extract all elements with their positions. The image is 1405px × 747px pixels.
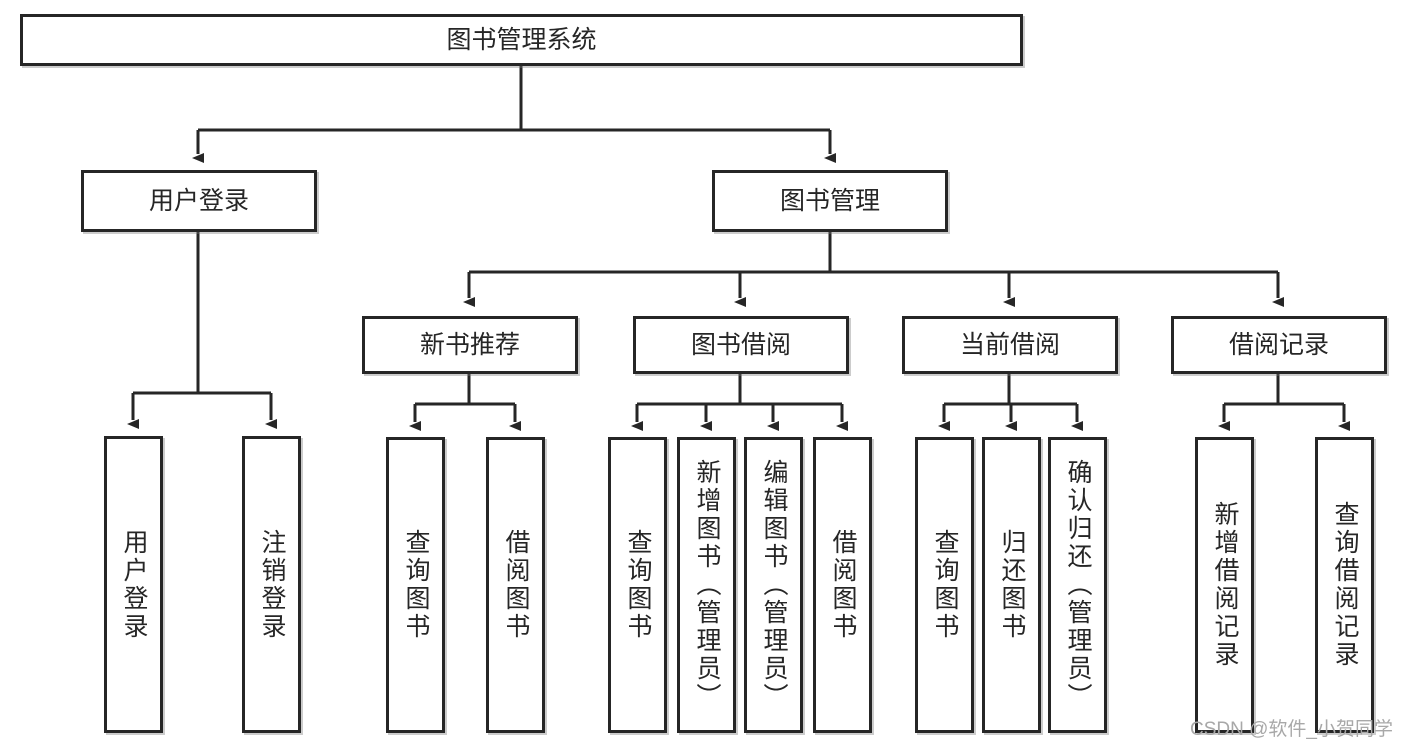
leaf-borrow-book-1[interactable]: 借阅图书: [486, 437, 545, 733]
node-book-borrow[interactable]: 图书借阅: [633, 316, 849, 374]
leaf-user-login[interactable]: 用户登录: [104, 436, 163, 733]
leaf-borrow-book-2[interactable]: 借阅图书: [813, 437, 872, 733]
leaf-add-book[interactable]: 新增图书（管理员）: [677, 437, 736, 733]
node-label: 查询图书: [402, 529, 430, 641]
node-label: 当前借阅: [959, 331, 1060, 359]
node-current-borrow[interactable]: 当前借阅: [902, 316, 1118, 374]
node-label: 查询借阅记录: [1331, 501, 1359, 669]
node-new-book-rec[interactable]: 新书推荐: [362, 316, 578, 374]
leaf-edit-book[interactable]: 编辑图书（管理员）: [744, 437, 803, 733]
node-book-manage[interactable]: 图书管理: [712, 170, 948, 232]
node-label: 归还图书: [998, 529, 1026, 641]
leaf-query-book-2[interactable]: 查询图书: [608, 437, 667, 733]
leaf-query-record[interactable]: 查询借阅记录: [1315, 437, 1374, 733]
leaf-user-logout[interactable]: 注销登录: [242, 436, 301, 733]
node-label: 图书借阅: [690, 331, 791, 359]
node-label: 图书管理系统: [446, 26, 597, 54]
node-label: 借阅记录: [1228, 331, 1329, 359]
node-user-login[interactable]: 用户登录: [81, 170, 317, 232]
node-label: 用户登录: [148, 187, 249, 215]
leaf-query-book-1[interactable]: 查询图书: [386, 437, 445, 733]
leaf-query-book-3[interactable]: 查询图书: [915, 437, 974, 733]
node-label: 查询图书: [624, 529, 652, 641]
node-label: 借阅图书: [502, 529, 530, 641]
leaf-confirm-return[interactable]: 确认归还（管理员）: [1048, 437, 1107, 733]
node-label: 新增借阅记录: [1211, 501, 1239, 669]
node-label: 借阅图书: [829, 529, 857, 641]
node-label: 编辑图书（管理员）: [760, 459, 788, 711]
node-label: 新书推荐: [419, 331, 520, 359]
node-label: 新增图书（管理员）: [693, 459, 721, 711]
node-label: 确认归还（管理员）: [1064, 459, 1092, 711]
node-label: 图书管理: [779, 187, 880, 215]
node-label: 注销登录: [258, 528, 286, 641]
node-label: 用户登录: [120, 528, 148, 641]
node-label: 查询图书: [931, 529, 959, 641]
node-borrow-record[interactable]: 借阅记录: [1171, 316, 1387, 374]
node-root-system[interactable]: 图书管理系统: [20, 14, 1023, 66]
leaf-return-book[interactable]: 归还图书: [982, 437, 1041, 733]
leaf-add-record[interactable]: 新增借阅记录: [1195, 437, 1254, 733]
